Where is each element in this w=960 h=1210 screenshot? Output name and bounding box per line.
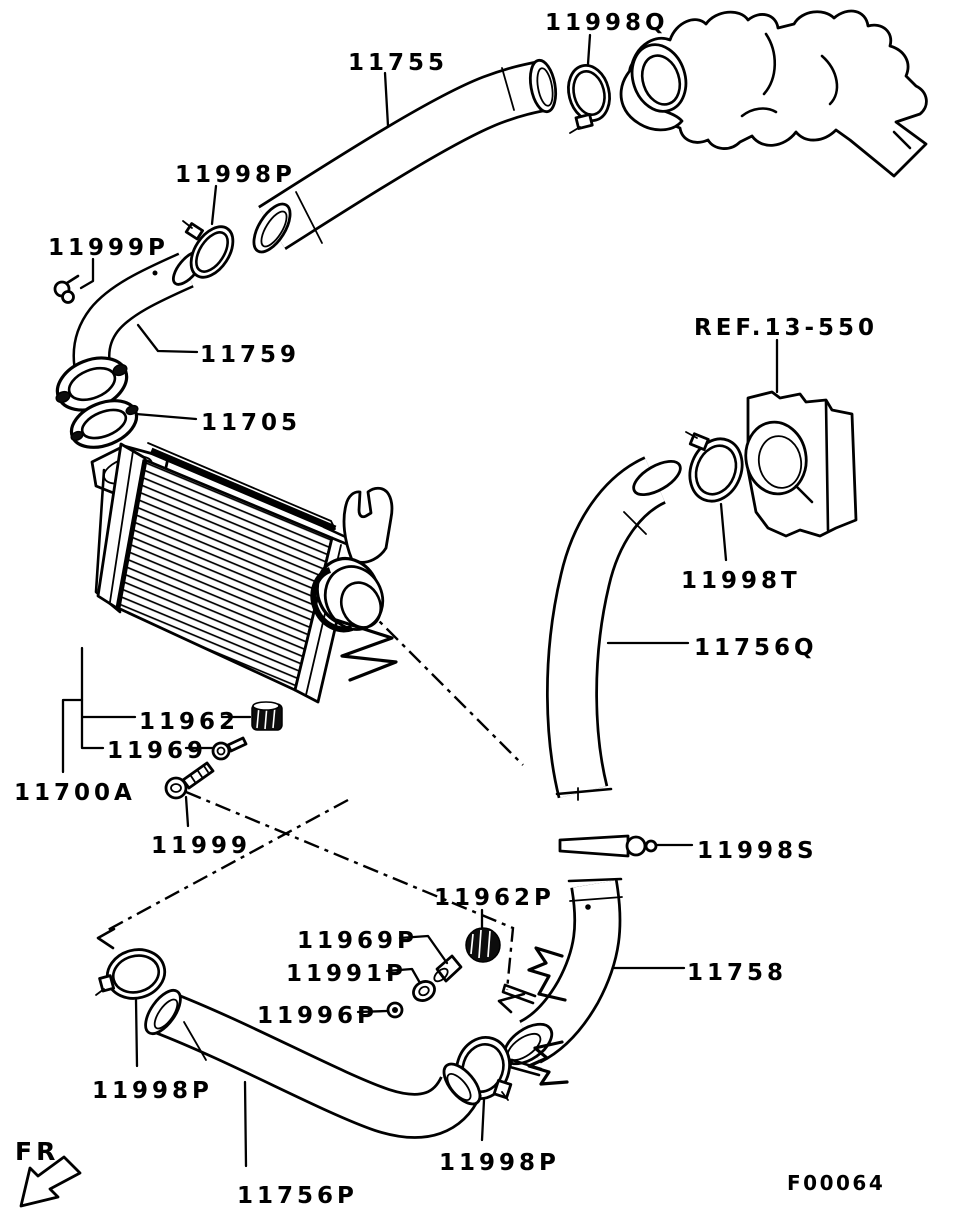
- pipe-11759: [55, 250, 204, 412]
- leader-lines: [61, 33, 779, 1168]
- part-label-11700a: 11700A: [14, 780, 136, 806]
- clamp-11998P-upper: [182, 220, 235, 279]
- protector-11998S: [558, 834, 658, 858]
- part-label-11705: 11705: [201, 410, 301, 436]
- part-label-11996p: 11996P: [257, 1003, 378, 1029]
- part-label-11969p: 11969P: [297, 928, 418, 954]
- bolt-11999: [164, 761, 215, 800]
- front-marker: FR: [15, 1137, 82, 1208]
- part-label-11969: 11969: [107, 738, 207, 764]
- part-label-11998p-left: 11998P: [92, 1078, 213, 1104]
- reference-label: REF.13-550: [694, 315, 878, 341]
- part-label-11962p: 11962P: [434, 885, 555, 911]
- grommet-11962P: [465, 927, 501, 963]
- part-label-11962: 11962: [139, 709, 239, 735]
- part-label-11999: 11999: [151, 833, 251, 859]
- bolt-11999P: [53, 274, 80, 304]
- clamp-11998Q: [567, 64, 611, 134]
- clamp-11998T: [685, 431, 744, 503]
- hose-11758: [501, 877, 623, 1086]
- bolt-11969: [211, 736, 248, 761]
- clamp-11998P-left: [95, 948, 167, 1000]
- alignment-dash-lines: [96, 605, 526, 1014]
- turbocharger: [619, 9, 928, 178]
- hose-11756P: [144, 988, 482, 1139]
- part-label-11998p-center: 11998P: [439, 1150, 560, 1176]
- part-labels: 11998Q 11755 11998P 11999P 11759 11705 R…: [14, 10, 878, 1209]
- part-label-11758: 11758: [687, 960, 787, 986]
- part-label-11998t: 11998T: [681, 568, 801, 594]
- front-direction-arrow-icon: [19, 1155, 82, 1208]
- washer-11991P: [412, 980, 436, 1002]
- part-label-11998q: 11998Q: [545, 10, 669, 36]
- part-label-11999p: 11999P: [48, 235, 169, 261]
- part-label-11756p: 11756P: [237, 1183, 358, 1209]
- grommet-11962: [251, 701, 283, 731]
- part-label-11759: 11759: [200, 342, 300, 368]
- part-label-11998s: 11998S: [697, 838, 818, 864]
- bolt-11996P: [386, 1001, 404, 1019]
- hose-11756Q: [546, 456, 682, 801]
- front-marker-label: FR: [15, 1137, 59, 1166]
- part-label-11756q: 11756Q: [694, 635, 818, 661]
- part-label-11755: 11755: [348, 50, 448, 76]
- part-label-11998p-upper: 11998P: [175, 162, 296, 188]
- spacer-11969P: [433, 954, 463, 983]
- gasket-11705: [69, 399, 139, 449]
- figure-code: F00064: [787, 1171, 885, 1195]
- throttle-body: [744, 390, 858, 538]
- hose-11755: [252, 58, 558, 254]
- intercooler: [90, 442, 398, 704]
- part-label-11991p: 11991P: [286, 961, 407, 987]
